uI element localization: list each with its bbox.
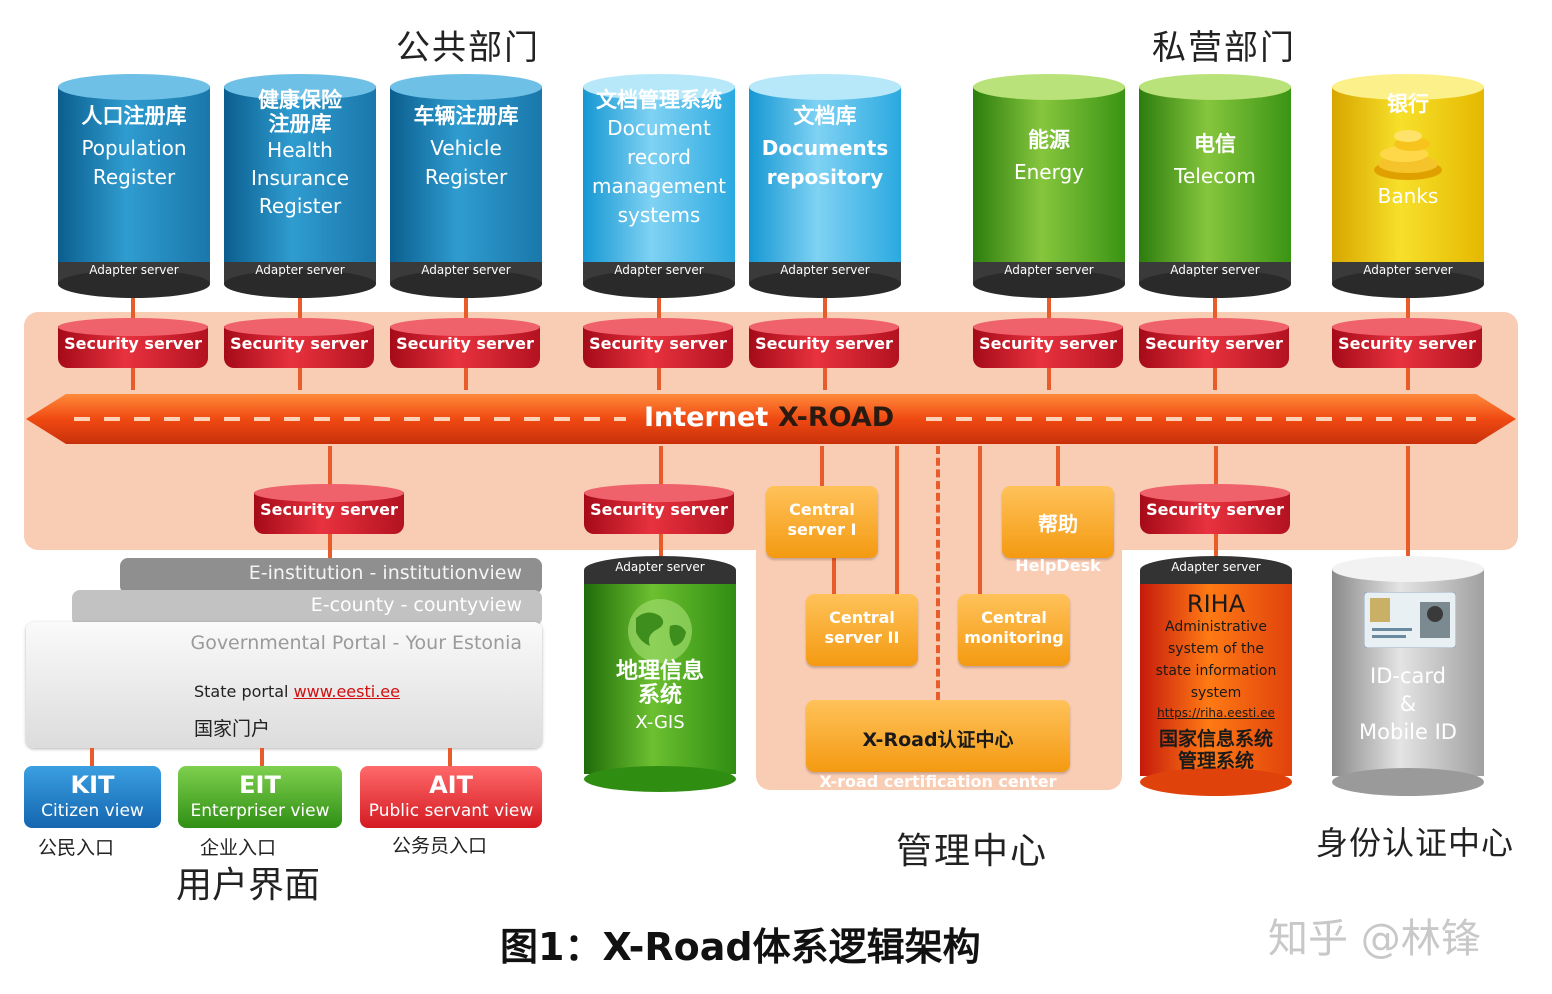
security-server[interactable]: Security server (583, 318, 733, 376)
security-server[interactable]: Security server (1332, 318, 1482, 376)
adapter-server-label: Adapter server (1170, 263, 1260, 277)
adapter-server-label: Adapter server (780, 263, 870, 277)
national-portal-label: 国家门户 (194, 718, 271, 740)
security-server[interactable]: Security server (224, 318, 374, 376)
x-gis-db[interactable]: Adapter server 地理信息 系统 X-GIS (584, 556, 736, 792)
riha-title: RIHA (1186, 590, 1246, 618)
security-server[interactable]: Security server (254, 484, 404, 542)
identity-center-label: 身份认证中心 (1316, 824, 1515, 862)
security-server[interactable]: Security server (1140, 484, 1290, 542)
adapter-server-label: Adapter server (1363, 263, 1453, 277)
central-server-2[interactable]: Central server II (806, 594, 918, 666)
management-center-label: 管理中心 (896, 831, 1049, 872)
telecom-db[interactable]: Adapter server 电信 Telecom (1139, 74, 1291, 300)
coins-icon (1374, 130, 1442, 180)
id-card-text: ID-card & Mobile ID (1359, 664, 1457, 744)
db-cn-label: 文档库 (793, 104, 857, 128)
state-portal-link[interactable]: www.eesti.ee (293, 682, 400, 701)
id-card-icon (1364, 592, 1456, 648)
user-interface-label: 用户界面 (176, 865, 321, 906)
figure-caption: 图1：X-Road体系逻辑架构 (500, 925, 981, 969)
db-cn-label: 银行 (1387, 92, 1429, 116)
db-cn-label: 能源 (1028, 128, 1070, 152)
riha-link[interactable]: https://riha.eesti.ee (1157, 706, 1275, 720)
e-county-portal[interactable]: E-county - countyview (72, 590, 542, 626)
enterprise-entry-label: 企业入口 (200, 837, 277, 859)
db-en-label: Energy (1013, 160, 1085, 184)
helpdesk-box[interactable]: 帮助 HelpDesk (1002, 486, 1114, 575)
db-en-label: Documents repository (761, 136, 889, 189)
adapter-server-label: Adapter server (89, 263, 179, 277)
db-en-label: Banks (1377, 184, 1439, 208)
db-cn-label: 人口注册库 (81, 104, 187, 128)
adapter-server-label: Adapter server (255, 263, 345, 277)
watermark: 知乎 @林锋 (1268, 916, 1481, 962)
public-servant-entry-label: 公务员入口 (392, 835, 488, 857)
energy-db[interactable]: Adapter server 能源 Energy (973, 74, 1125, 300)
security-server[interactable]: Security server (973, 318, 1123, 376)
db-cn-label: 车辆注册库 (413, 104, 519, 128)
db-cn-label: 电信 (1194, 132, 1236, 156)
citizen-entry-label: 公民入口 (38, 837, 115, 859)
security-server[interactable]: Security server (584, 484, 734, 542)
security-server[interactable]: Security server (749, 318, 899, 376)
riha-cn-label: 国家信息系统 管理系统 (1158, 728, 1273, 772)
public-sector-title: 公共部门 (396, 28, 540, 68)
private-sector-title: 私营部门 (1152, 28, 1296, 68)
adapter-server-label: Adapter server (421, 263, 511, 277)
db-en-label: Telecom (1174, 164, 1256, 188)
db-cn-label: 健康保险 注册库 (258, 88, 342, 136)
documents-repository-db[interactable]: Adapter server 文档库 Documents repository (749, 74, 901, 300)
gis-cn-label: 地理信息 系统 (615, 659, 704, 708)
population-register-db[interactable]: Adapter server 人口注册库 Population Register (58, 74, 210, 300)
riha-db[interactable]: Adapter server RIHA Administrative syste… (1140, 556, 1292, 796)
db-cn-label: 文档管理系统 (596, 88, 722, 112)
document-management-db[interactable]: Adapter server 文档管理系统 Document record man… (583, 74, 735, 300)
db-en-label: Population Register (81, 136, 187, 189)
internet-label: Internet (644, 402, 769, 433)
db-en-label: Health Insurance Register (250, 138, 350, 218)
security-server[interactable]: Security server (1139, 318, 1289, 376)
riha-desc: Administrative system of the state infor… (1155, 619, 1277, 701)
adapter-server-label: Adapter server (614, 263, 704, 277)
db-en-label: Document record management systems (592, 116, 726, 227)
security-server[interactable]: Security server (390, 318, 540, 376)
banks-db[interactable]: Adapter server 银行 Banks (1332, 74, 1484, 300)
db-en-label: Vehicle Register (424, 136, 508, 189)
central-monitoring[interactable]: Central monitoring (958, 594, 1070, 666)
adapter-server-label: Adapter server (1004, 263, 1094, 277)
governmental-portal[interactable]: Governmental Portal - Your Estonia (26, 622, 542, 748)
vehicle-register-db[interactable]: Adapter server 车辆注册库 Vehicle Register (390, 74, 542, 300)
xroad-certification-center[interactable]: X-Road认证中心 X-road certification center (806, 700, 1070, 791)
id-card-db[interactable]: ID-card & Mobile ID (1332, 556, 1484, 796)
state-portal-text: State portal www.eesti.ee (194, 682, 400, 701)
gis-en-label: X-GIS (635, 712, 685, 733)
xroad-label: X-ROAD (778, 402, 895, 433)
globe-icon (628, 599, 692, 663)
security-server[interactable]: Security server (58, 318, 208, 376)
central-server-1[interactable]: Central server I (766, 486, 878, 558)
xroad-arrow (26, 394, 1516, 444)
e-institution-portal[interactable]: E-institution - institutionview (120, 558, 542, 594)
